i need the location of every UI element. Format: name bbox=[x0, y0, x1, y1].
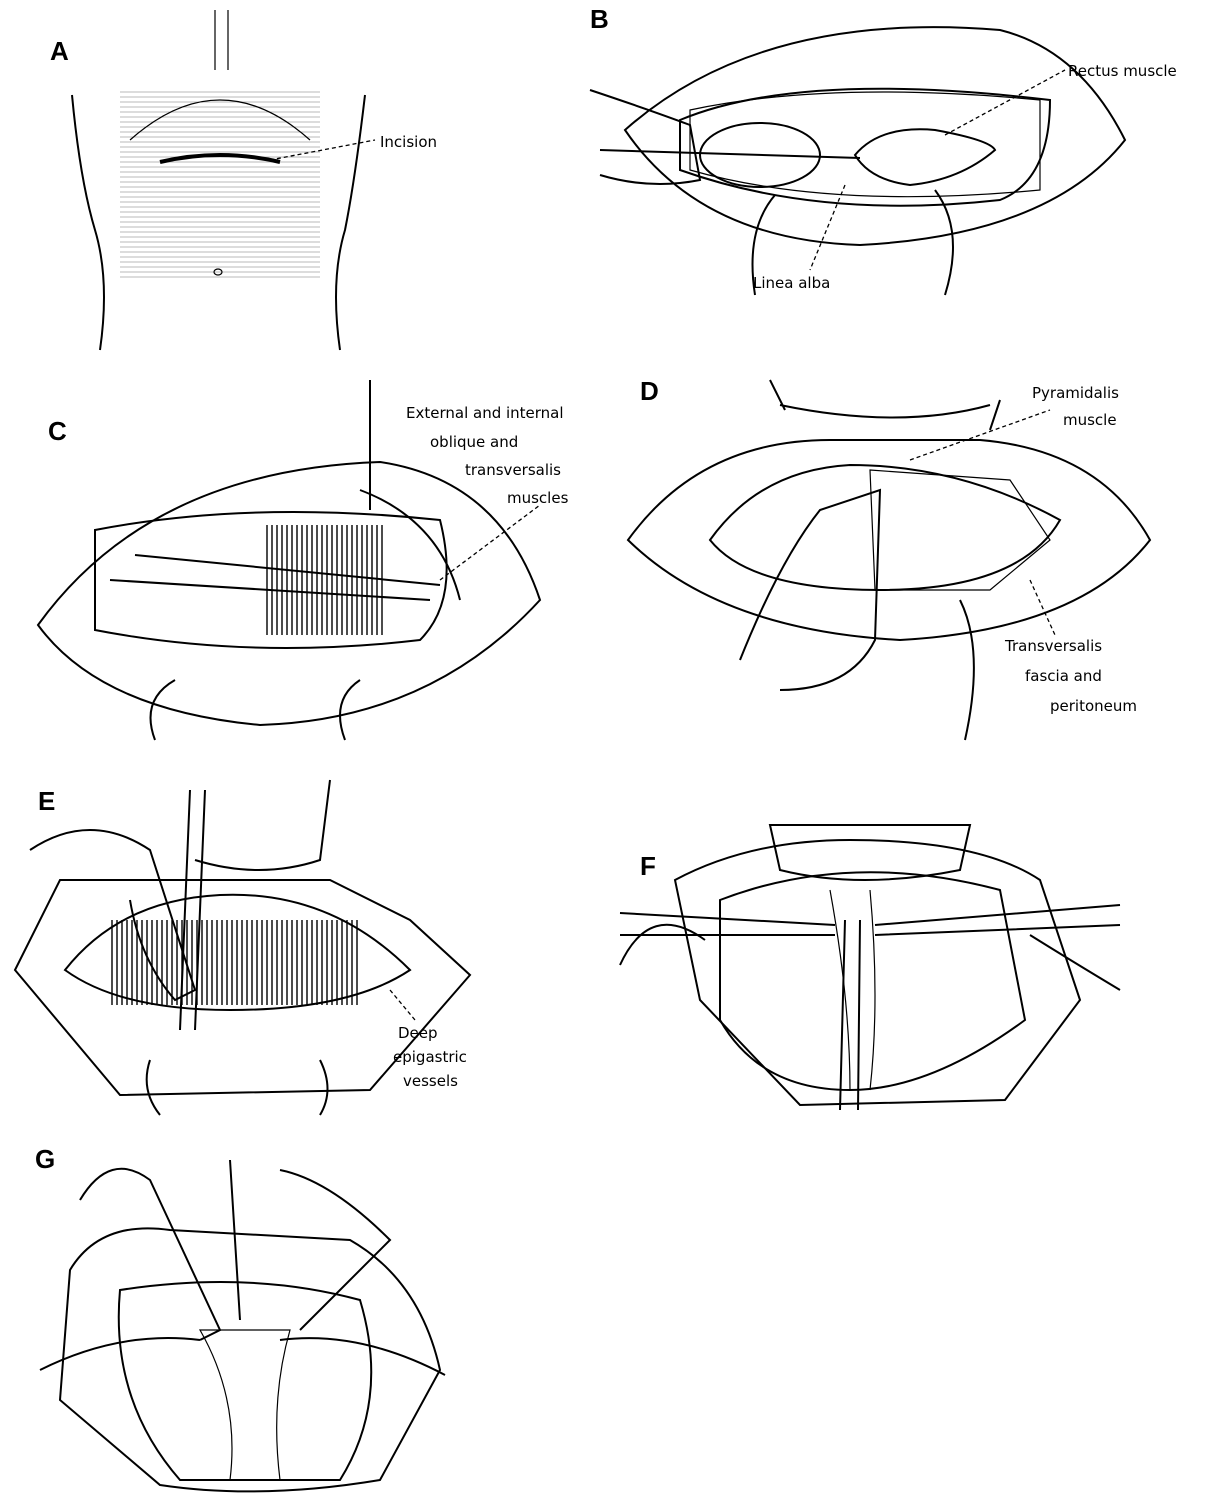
panel-e-letter: E bbox=[38, 786, 55, 816]
rectus-muscle bbox=[117, 1281, 373, 1481]
label-vessels: vessels bbox=[403, 1072, 458, 1090]
rectus-right bbox=[853, 128, 997, 187]
panel-d: D Pyramidalis muscle Transversalis fasci… bbox=[626, 376, 1152, 741]
scalpel bbox=[599, 149, 861, 159]
label-rectus-muscle: Rectus muscle bbox=[1068, 62, 1177, 80]
wound-edge bbox=[36, 460, 542, 727]
panel-a-letter: A bbox=[50, 36, 69, 66]
retractor-upper bbox=[768, 824, 972, 881]
hand bbox=[29, 829, 197, 1002]
peritoneum bbox=[198, 1329, 291, 1481]
wound-edge bbox=[58, 1227, 442, 1493]
retractor-upper bbox=[194, 779, 331, 871]
hands bbox=[619, 923, 1121, 991]
scalpel-handle bbox=[179, 789, 206, 1031]
wound-edge bbox=[623, 26, 1127, 247]
forceps bbox=[109, 554, 441, 601]
panel-a: A Incision bbox=[50, 10, 437, 351]
clamps bbox=[619, 904, 1121, 936]
panel-g: G bbox=[35, 1144, 446, 1493]
label-pyramidalis-1: Pyramidalis bbox=[1032, 384, 1119, 402]
incision-line bbox=[159, 153, 281, 164]
neck bbox=[214, 10, 229, 70]
rectus-muscle bbox=[869, 469, 1051, 591]
label-linea-alba: Linea alba bbox=[753, 274, 830, 292]
panel-e: E Deep epigastric vessels bbox=[13, 779, 472, 1116]
wound-edge bbox=[626, 439, 1152, 642]
label-transversalis-2: fascia and bbox=[1025, 667, 1102, 685]
panel-f-letter: F bbox=[640, 851, 656, 881]
label-incision: Incision bbox=[380, 133, 437, 151]
label-transversalis-1: Transversalis bbox=[1004, 637, 1102, 655]
rectus-muscle bbox=[110, 920, 360, 1005]
rectus-muscle bbox=[719, 871, 1027, 1092]
wound-edge bbox=[673, 838, 1082, 1107]
wound-edge bbox=[13, 879, 472, 1097]
rectus-left bbox=[699, 122, 821, 188]
scissors bbox=[839, 919, 861, 1111]
torso-outline-left bbox=[71, 94, 105, 351]
label-c-line2: oblique and bbox=[430, 433, 518, 451]
torso-outline-right bbox=[335, 94, 366, 351]
panel-c-letter: C bbox=[48, 416, 67, 446]
label-transversalis-3: peritoneum bbox=[1050, 697, 1137, 715]
label-epigastric: epigastric bbox=[393, 1048, 467, 1066]
oblique-muscles bbox=[359, 489, 461, 601]
label-c-line4: muscles bbox=[507, 489, 569, 507]
hand-with-instrument bbox=[739, 488, 882, 691]
retractors-lower bbox=[145, 1059, 329, 1116]
panel-f: F bbox=[619, 824, 1121, 1111]
rectus-muscle bbox=[265, 525, 385, 635]
panel-d-letter: D bbox=[640, 376, 659, 406]
umbilicus bbox=[213, 268, 223, 276]
panel-b: B Rectus muscle Linea alba bbox=[589, 4, 1177, 296]
panel-c: C External and internal oblique and tran… bbox=[36, 380, 569, 741]
hands-fingers bbox=[79, 1159, 392, 1341]
linea-alba bbox=[829, 889, 876, 1091]
retractors bbox=[39, 1337, 446, 1376]
label-pyramidalis-2: muscle bbox=[1063, 411, 1117, 429]
retractor-upper bbox=[769, 379, 1001, 431]
panel-g-letter: G bbox=[35, 1144, 55, 1174]
label-c-line3: transversalis bbox=[465, 461, 561, 479]
label-deep: Deep bbox=[398, 1024, 438, 1042]
hand bbox=[589, 89, 702, 185]
label-c-line1: External and internal bbox=[406, 404, 564, 422]
retractors bbox=[149, 380, 371, 741]
panel-b-letter: B bbox=[590, 4, 609, 34]
retractors bbox=[751, 189, 954, 296]
